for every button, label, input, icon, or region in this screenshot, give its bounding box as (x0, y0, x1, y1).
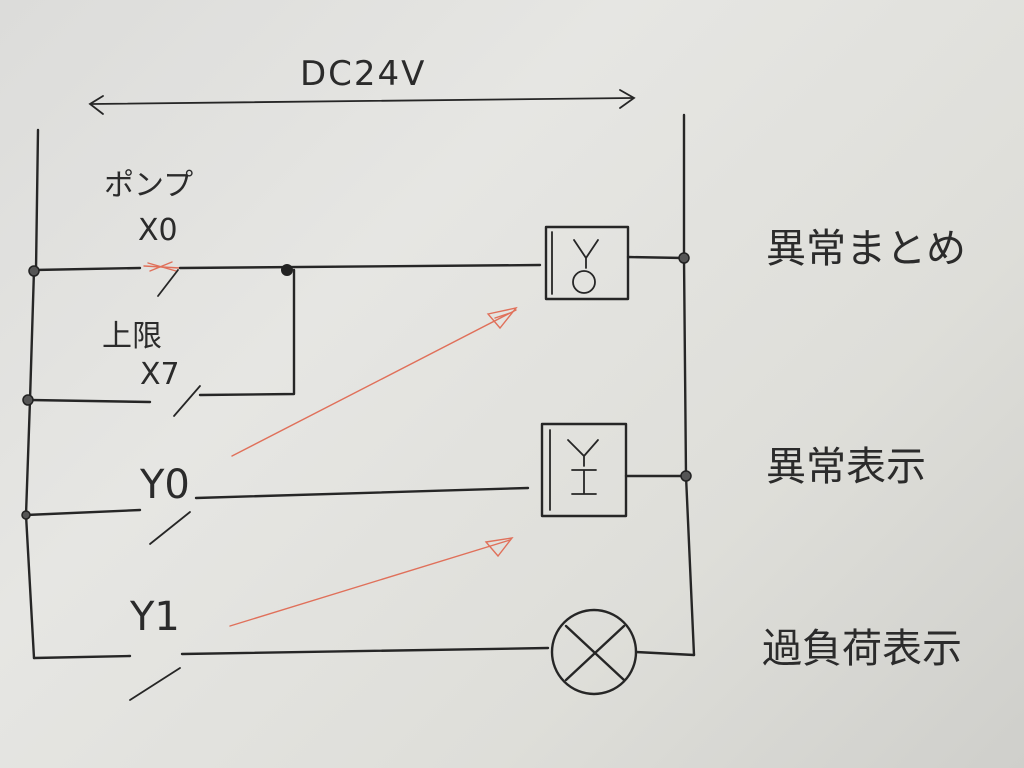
y0-contact-label: Y0 (139, 462, 190, 508)
y1-contact-label: Y1 (129, 594, 180, 640)
rung-1 (32, 261, 542, 297)
junction-node-left-2 (22, 394, 34, 406)
junction-node-left-1 (28, 265, 40, 277)
dimension-arrow (88, 89, 636, 115)
pump-address: X0 (138, 213, 178, 248)
junction-node-left-3 (21, 510, 31, 520)
junction-node-right-2 (680, 470, 692, 482)
indicator-lamp (550, 608, 638, 696)
reference-arrow-y1 (229, 537, 514, 627)
lamp-label: 過負荷表示 (762, 626, 962, 672)
left-power-rail (24, 128, 40, 660)
rung-4 (32, 646, 550, 701)
relay-mid-label: 異常表示 (766, 444, 926, 490)
upper-limit-address: X7 (140, 357, 180, 392)
rung-3 (24, 486, 530, 545)
rung-2-branch (28, 268, 296, 417)
right-power-rail (682, 113, 696, 657)
supply-label: DC24V (300, 54, 426, 94)
junction-node-mid-1 (281, 264, 293, 276)
relay-coil-top (544, 225, 630, 301)
relay-coil-mid (540, 422, 628, 518)
relay-top-label: 異常まとめ (766, 226, 966, 272)
upper-limit-label: 上限 (102, 319, 162, 354)
junction-node-right-1 (678, 252, 690, 264)
pump-label: ポンプ (104, 168, 193, 203)
reference-arrow-y0 (231, 306, 518, 457)
